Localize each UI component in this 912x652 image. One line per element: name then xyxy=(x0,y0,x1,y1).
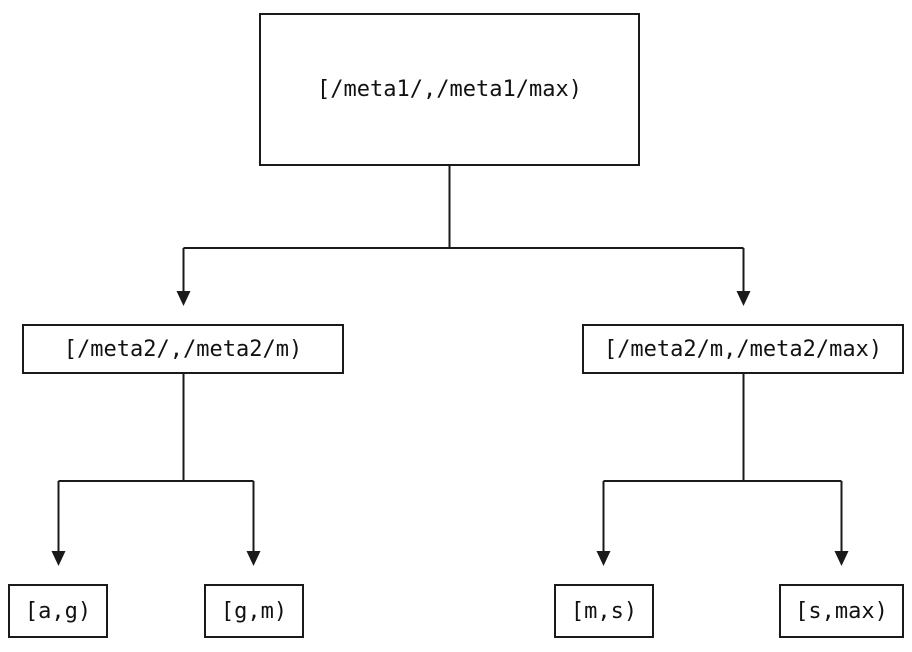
node-label: [/meta2/,/meta2/m) xyxy=(63,336,303,362)
arrow-down-icon xyxy=(736,291,751,306)
arrow-down-icon xyxy=(176,291,191,306)
node-label: [/meta2/m,/meta2/max) xyxy=(603,336,883,362)
node-label: [a,g) xyxy=(24,598,92,624)
node-leaf-ms: [m,s) xyxy=(554,584,654,638)
node-meta2-low-range: [/meta2/,/meta2/m) xyxy=(22,324,344,374)
node-meta2-high-range: [/meta2/m,/meta2/max) xyxy=(582,324,904,374)
node-label: [m,s) xyxy=(570,598,638,624)
node-label: [s,max) xyxy=(795,598,888,624)
arrow-down-icon xyxy=(246,551,261,566)
node-root-range: [/meta1/,/meta1/max) xyxy=(259,13,640,166)
node-leaf-smax: [s,max) xyxy=(779,584,904,638)
node-label: [/meta1/,/meta1/max) xyxy=(317,77,582,102)
arrow-down-icon xyxy=(51,551,66,566)
node-leaf-gm: [g,m) xyxy=(204,584,304,638)
node-label: [g,m) xyxy=(220,598,288,624)
arrow-down-icon xyxy=(834,551,849,566)
node-leaf-ag: [a,g) xyxy=(8,584,108,638)
arrow-down-icon xyxy=(596,551,611,566)
